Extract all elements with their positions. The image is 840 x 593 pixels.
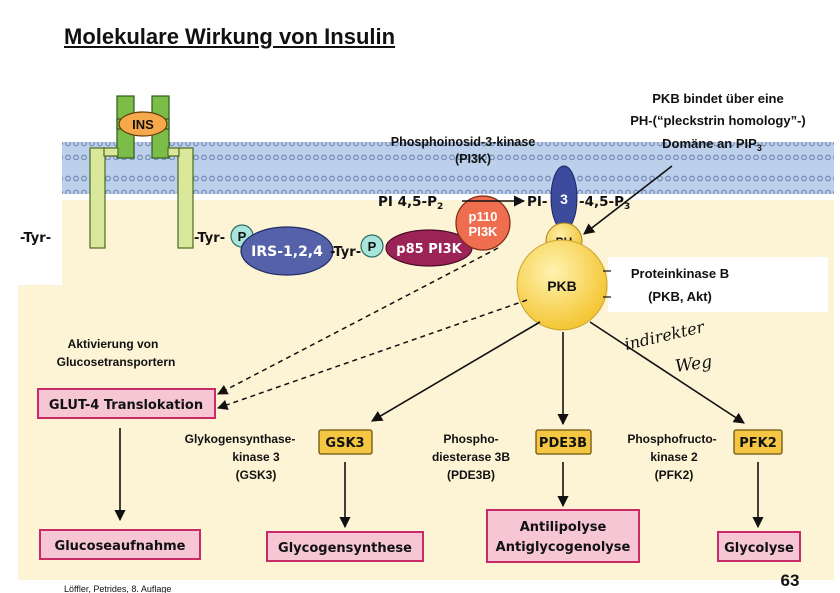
- pde3b-box-label: PDE3B: [539, 436, 587, 451]
- p110-label-line1: p110: [469, 209, 498, 224]
- dashed-arrow-pi3k-glut: [217, 247, 499, 395]
- tyr-left-label: -Tyr-: [20, 231, 51, 246]
- pkb-label: PKB: [547, 278, 577, 294]
- pkb-protein: PKB: [516, 239, 608, 331]
- pde3b-name-line1: Phospho-: [443, 432, 498, 446]
- source-citation: Löffler, Petrides, 8. Auflage: [64, 584, 171, 593]
- pkb-name-line2: (PKB, Akt): [648, 289, 712, 304]
- gsk3-name-line3: (GSK3): [236, 468, 277, 482]
- tyr-right-label: -Tyr-: [194, 231, 225, 246]
- antilipolyse-label: Antilipolyse: [520, 520, 607, 535]
- three-label: 3: [560, 191, 568, 207]
- phosphate-irs-label: P: [368, 239, 377, 254]
- glut4-translocation-box: GLUT-4 Translokation: [37, 388, 216, 419]
- p110-pi3k-subunit: p110 PI3K: [455, 195, 511, 251]
- gsk3-name-line1: Glykogensynthase-: [185, 432, 296, 446]
- gsk3-name-line2: kinase 3: [232, 450, 280, 464]
- p85-label: p85 PI3K: [396, 242, 462, 257]
- gsk3-box: GSK3: [318, 429, 373, 455]
- pip3-suffix-label: -4,5-P3: [579, 194, 630, 212]
- glycogensynthese-box: Glycogensynthese: [266, 531, 424, 562]
- pfk2-box: PFK2: [733, 429, 783, 455]
- pkb-annotation-line2: PH-(“pleckstrin homology”-): [630, 113, 806, 128]
- ins-label: INS: [132, 117, 154, 132]
- pfk2-name-line3: (PFK2): [655, 468, 694, 482]
- pi-prefix-label: PI-: [527, 194, 548, 210]
- pfk2-name-line1: Phosphofructo-: [627, 432, 716, 446]
- arrow-pkb-pfk2: [589, 321, 745, 424]
- irs-label: IRS-1,2,4: [251, 244, 323, 260]
- p110-label-line2: PI3K: [469, 224, 499, 239]
- phosphate-receptor-label: P: [238, 229, 247, 244]
- pfk2-box-label: PFK2: [739, 436, 777, 451]
- antiglycogenolyse-label: Antiglycogenolyse: [496, 540, 631, 555]
- pkb-name-line1: Proteinkinase B: [631, 266, 729, 281]
- pde3b-name-line3: (PDE3B): [447, 468, 495, 482]
- pi3k-name-line2: (PI3K): [455, 152, 491, 166]
- glucoseaufnahme-box: Glucoseaufnahme: [39, 529, 201, 560]
- glycolyse-label: Glycolyse: [724, 541, 794, 556]
- pde3b-name-line2: diesterase 3B: [432, 450, 510, 464]
- pi45p2-label: PI 4,5-P2: [378, 194, 443, 212]
- pde3b-box: PDE3B: [535, 429, 592, 455]
- glut-activation-line2: Glucosetransportern: [57, 355, 176, 369]
- dashed-arrow-pkb-glut: [217, 299, 528, 410]
- antilipolyse-box: Antilipolyse Antiglycogenolyse: [486, 509, 640, 563]
- p85-pi3k-subunit: p85 PI3K: [385, 229, 473, 267]
- insulin-ligand: INS: [118, 111, 168, 137]
- pkb-name-background: [608, 257, 828, 312]
- irs-protein: IRS-1,2,4: [240, 226, 334, 276]
- phosphate-irs: P: [360, 234, 384, 258]
- pi3k-name-line1: Phosphoinosid-3-kinase: [391, 135, 536, 149]
- glut-activation-line1: Aktivierung von: [68, 337, 159, 351]
- arrow-pkb-gsk3: [371, 321, 541, 422]
- gsk3-box-label: GSK3: [325, 436, 364, 451]
- page-number: 63: [781, 571, 800, 590]
- irs-tyr-label: -Tyr-: [330, 245, 361, 260]
- glucoseaufnahme-label: Glucoseaufnahme: [55, 539, 186, 554]
- pfk2-name-line2: kinase 2: [650, 450, 698, 464]
- glut4-box-label: GLUT-4 Translokation: [49, 398, 203, 413]
- pi3-phosphate-bubble: 3: [550, 165, 578, 231]
- glycogensynthese-label: Glycogensynthese: [278, 541, 412, 556]
- slide-title: Molekulare Wirkung von Insulin: [64, 24, 396, 49]
- pkb-annotation-line3: Domäne an PIP3: [662, 136, 762, 153]
- pkb-annotation-line1: PKB bindet über eine: [652, 91, 783, 106]
- glycolyse-box: Glycolyse: [717, 531, 801, 562]
- annotation-arrow: [583, 165, 673, 235]
